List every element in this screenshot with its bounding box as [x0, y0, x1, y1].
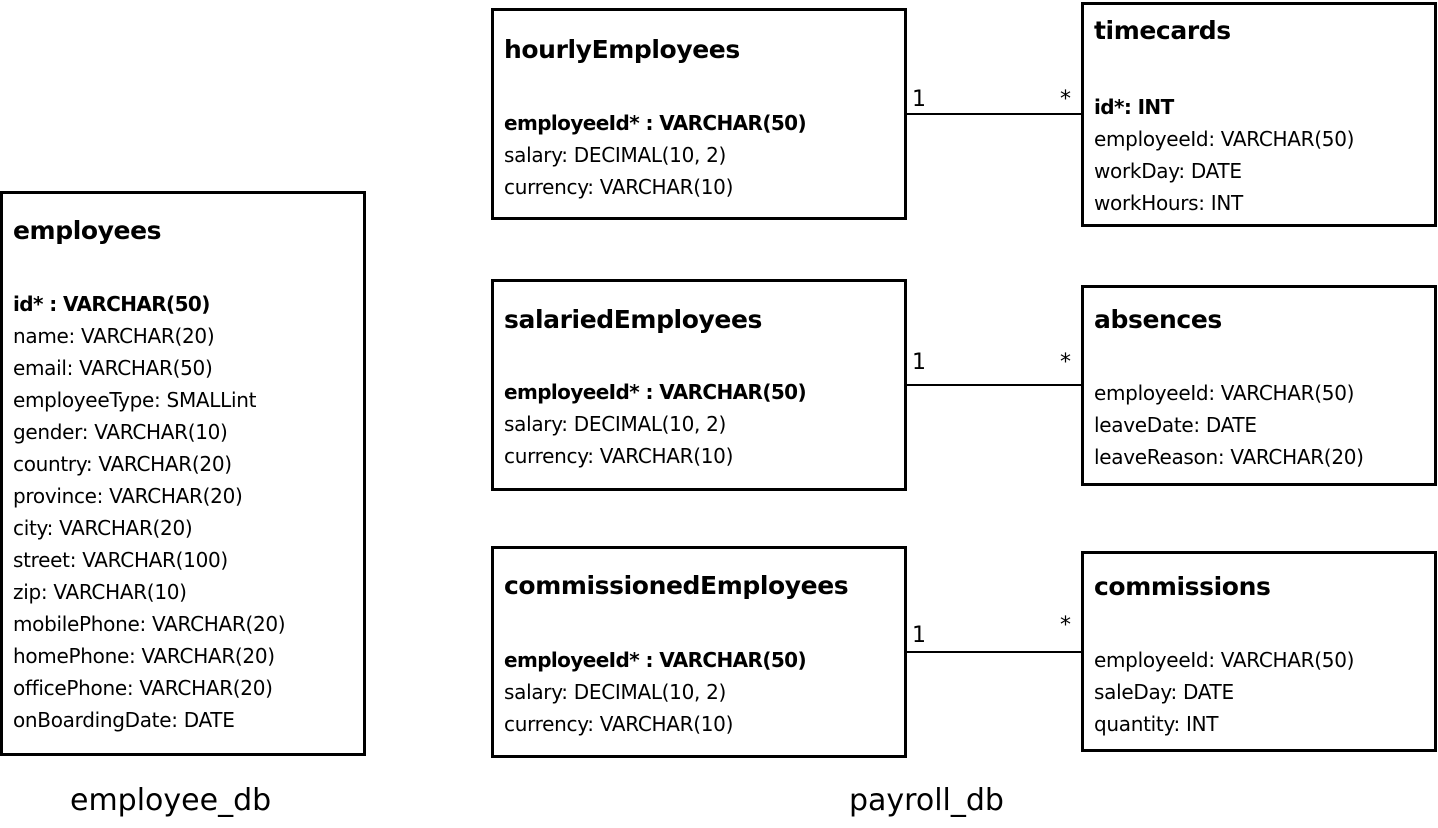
- field-employee-type: employeeType: SMALLint: [13, 388, 257, 412]
- employee-db-label: employee_db: [70, 783, 272, 818]
- commissioned-employees-table: commissionedEmployees employeeId* : VARC…: [491, 546, 907, 758]
- commissions-title: commissions: [1094, 572, 1271, 601]
- employees-title: employees: [13, 216, 162, 245]
- employees-fields: id* : VARCHAR(50) name: VARCHAR(20) emai…: [13, 288, 286, 736]
- field-office-phone: officePhone: VARCHAR(20): [13, 676, 273, 700]
- multiplicity-one: 1: [912, 350, 926, 375]
- field-sale-day: saleDay: DATE: [1094, 680, 1234, 704]
- multiplicity-many: *: [1060, 350, 1071, 375]
- field-country: country: VARCHAR(20): [13, 452, 232, 476]
- commissioned-employees-fields: employeeId* : VARCHAR(50) salary: DECIMA…: [504, 644, 807, 740]
- field-id: id*: INT: [1094, 95, 1174, 119]
- hourly-employees-table: hourlyEmployees employeeId* : VARCHAR(50…: [491, 8, 907, 220]
- field-employee-id: employeeId* : VARCHAR(50): [504, 380, 807, 404]
- timecards-title: timecards: [1094, 16, 1231, 45]
- field-leave-reason: leaveReason: VARCHAR(20): [1094, 445, 1364, 469]
- salaried-employees-fields: employeeId* : VARCHAR(50) salary: DECIMA…: [504, 376, 807, 472]
- field-quantity: quantity: INT: [1094, 712, 1219, 736]
- absences-fields: employeeId: VARCHAR(50) leaveDate: DATE …: [1094, 377, 1364, 473]
- field-leave-date: leaveDate: DATE: [1094, 413, 1257, 437]
- hourly-employees-fields: employeeId* : VARCHAR(50) salary: DECIMA…: [504, 107, 807, 203]
- absences-table: absences employeeId: VARCHAR(50) leaveDa…: [1081, 285, 1437, 486]
- commissioned-employees-title: commissionedEmployees: [504, 571, 849, 600]
- field-onboarding-date: onBoardingDate: DATE: [13, 708, 235, 732]
- field-id: id* : VARCHAR(50): [13, 292, 210, 316]
- payroll-db-label: payroll_db: [849, 783, 1004, 818]
- field-gender: gender: VARCHAR(10): [13, 420, 228, 444]
- multiplicity-many: *: [1060, 613, 1071, 638]
- field-work-hours: workHours: INT: [1094, 191, 1243, 215]
- commissions-table: commissions employeeId: VARCHAR(50) sale…: [1081, 551, 1437, 752]
- timecards-table: timecards id*: INT employeeId: VARCHAR(5…: [1081, 2, 1437, 227]
- field-salary: salary: DECIMAL(10, 2): [504, 680, 727, 704]
- field-home-phone: homePhone: VARCHAR(20): [13, 644, 275, 668]
- commissions-fields: employeeId: VARCHAR(50) saleDay: DATE qu…: [1094, 644, 1354, 740]
- field-employee-id: employeeId: VARCHAR(50): [1094, 648, 1355, 672]
- field-province: province: VARCHAR(20): [13, 484, 243, 508]
- field-city: city: VARCHAR(20): [13, 516, 193, 540]
- field-currency: currency: VARCHAR(10): [504, 175, 734, 199]
- field-currency: currency: VARCHAR(10): [504, 712, 734, 736]
- field-employee-id: employeeId* : VARCHAR(50): [504, 111, 807, 135]
- field-email: email: VARCHAR(50): [13, 356, 213, 380]
- field-salary: salary: DECIMAL(10, 2): [504, 412, 727, 436]
- field-currency: currency: VARCHAR(10): [504, 444, 734, 468]
- hourly-employees-title: hourlyEmployees: [504, 35, 740, 64]
- field-salary: salary: DECIMAL(10, 2): [504, 143, 727, 167]
- salaried-employees-title: salariedEmployees: [504, 305, 762, 334]
- field-street: street: VARCHAR(100): [13, 548, 228, 572]
- multiplicity-one: 1: [912, 87, 926, 112]
- field-employee-id: employeeId: VARCHAR(50): [1094, 127, 1355, 151]
- timecards-fields: id*: INT employeeId: VARCHAR(50) workDay…: [1094, 91, 1354, 219]
- field-employee-id: employeeId: VARCHAR(50): [1094, 381, 1355, 405]
- field-work-day: workDay: DATE: [1094, 159, 1242, 183]
- field-name: name: VARCHAR(20): [13, 324, 215, 348]
- multiplicity-one: 1: [912, 623, 926, 648]
- field-employee-id: employeeId* : VARCHAR(50): [504, 648, 807, 672]
- multiplicity-many: *: [1060, 87, 1071, 112]
- salaried-employees-table: salariedEmployees employeeId* : VARCHAR(…: [491, 279, 907, 491]
- absences-title: absences: [1094, 305, 1222, 334]
- field-mobile-phone: mobilePhone: VARCHAR(20): [13, 612, 286, 636]
- field-zip: zip: VARCHAR(10): [13, 580, 187, 604]
- employees-table: employees id* : VARCHAR(50) name: VARCHA…: [0, 191, 366, 756]
